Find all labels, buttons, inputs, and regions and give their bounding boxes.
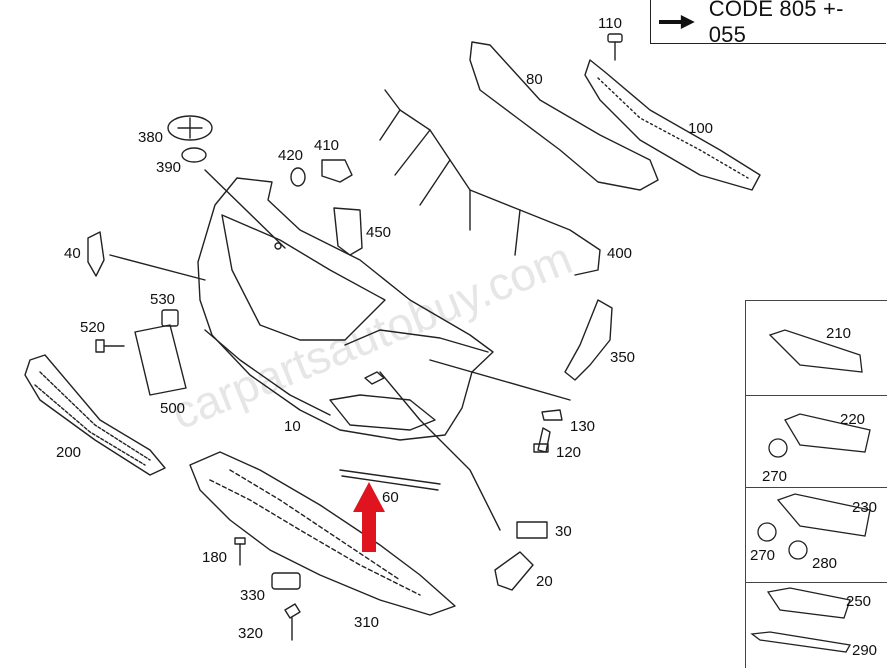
watermark: carpartsautobuy.com [164,231,579,439]
part-120-bolt [533,427,551,453]
code-label: CODE 805 +- 055 [708,0,844,47]
callout-label: 250 [846,593,871,610]
variant-panel [745,300,887,668]
callout-label: 30 [555,523,572,540]
part-400-harness [384,89,601,276]
callout-label: 270 [762,468,787,485]
part-210-grille [768,329,863,373]
callout-label: 20 [536,573,553,590]
callout-label: 320 [238,625,263,642]
callout-label: 200 [56,444,81,461]
part-520-screw [95,339,125,353]
callout-label: 390 [156,159,181,176]
callout-label: 80 [526,71,543,88]
callout-label: 310 [354,614,379,631]
callout-label: 210 [826,325,851,342]
part-20-cover [494,551,534,591]
part-380-emblem [167,115,213,141]
callout-label: 420 [278,147,303,164]
callout-label: 330 [240,587,265,604]
callout-label: 60 [382,489,399,506]
callout-label: 180 [202,549,227,566]
part-410-sensor [321,159,353,183]
callout-label: 270 [750,547,775,564]
part-270-ring-a [768,438,788,458]
part-330-clip [271,572,301,590]
callout-label: 290 [852,642,877,659]
part-290-strip [750,631,852,653]
callout-label: 10 [284,418,301,435]
part-280-ring [788,540,808,560]
part-450-holder [333,207,363,256]
part-270-ring-b [757,522,777,542]
callout-label: 400 [607,245,632,262]
callout-label: 120 [556,444,581,461]
part-30-clip [516,521,548,539]
part-350-bracket [564,299,613,381]
callout-label: 280 [812,555,837,572]
part-500-plate [134,324,187,396]
callout-label: 100 [688,120,713,137]
part-200-grille [24,354,166,476]
part-100-strip [584,59,761,191]
callout-label: 450 [366,224,391,241]
callout-label: 350 [610,349,635,366]
part-420-ring [290,167,306,187]
code-box: CODE 805 +- 055 [650,0,886,47]
part-220-grille [784,413,871,453]
part-320-screw [284,603,301,641]
callout-label: 520 [80,319,105,336]
callout-label: 230 [852,499,877,516]
callout-label: 40 [64,245,81,262]
part-530-clip [161,309,179,327]
callout-label: 410 [314,137,339,154]
callout-label: 500 [160,400,185,417]
part-230-grille [776,493,871,537]
callout-label: 380 [138,129,163,146]
part-130-clip [541,409,563,421]
highlight-arrow [353,482,385,552]
part-110-screw [607,33,623,61]
callout-label: 220 [840,411,865,428]
part-250-grille [766,587,851,619]
part-60-strip [339,469,441,491]
callout-label: 130 [570,418,595,435]
variant-row [746,396,887,488]
callout-label: 110 [598,15,622,32]
part-310-undertray [189,451,456,616]
part-180-bolt [234,537,246,566]
right-arrow-icon [658,14,695,29]
variant-row [746,301,887,396]
callout-labels: 10 20 30 40 60 80 100 110 120 130 180 20… [56,15,877,659]
bumper-cover [197,177,494,441]
part-390-ring [181,147,207,163]
part-40-cap [87,231,105,277]
callout-label: 530 [150,291,175,308]
variant-row [746,488,887,583]
part-80-bracket [469,41,659,191]
